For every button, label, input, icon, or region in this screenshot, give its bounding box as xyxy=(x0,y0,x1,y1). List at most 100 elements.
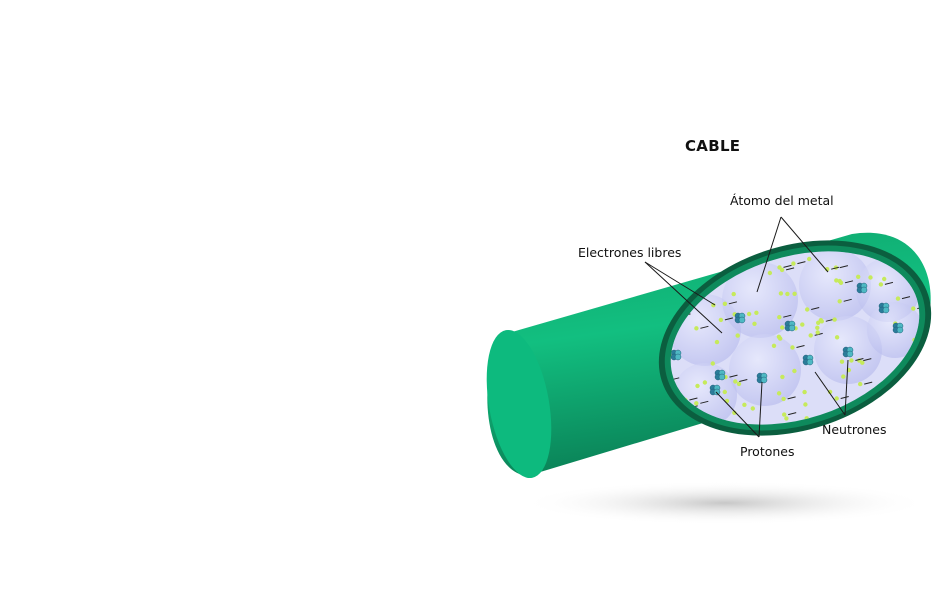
electron-motion-arrow xyxy=(783,264,792,268)
free-electron xyxy=(832,317,837,322)
electron-motion-arrow xyxy=(873,403,882,407)
free-electron xyxy=(792,368,797,374)
electron-motion-arrow xyxy=(843,298,852,302)
free-electron xyxy=(878,282,884,287)
free-electron xyxy=(895,296,901,301)
free-electron xyxy=(718,317,724,323)
free-electron xyxy=(752,321,757,326)
electron-motion-arrow xyxy=(689,397,698,401)
electron-motion-arrow xyxy=(839,265,849,269)
free-electron xyxy=(849,358,854,363)
free-electron xyxy=(781,396,786,402)
neutron xyxy=(674,353,682,361)
free-electron xyxy=(802,389,807,395)
free-electron xyxy=(694,326,699,331)
free-electron xyxy=(803,402,808,407)
electron-motion-arrow xyxy=(797,261,806,265)
free-electron xyxy=(767,270,773,276)
leader-lines xyxy=(644,216,849,438)
free-electron xyxy=(841,374,846,379)
free-electron xyxy=(839,359,845,364)
free-electron xyxy=(733,379,738,384)
free-electron xyxy=(886,412,891,417)
electron-motion-arrow xyxy=(783,314,792,318)
free-electron xyxy=(907,412,912,418)
electron-motion-arrow xyxy=(700,325,709,329)
free-electron xyxy=(735,333,740,338)
free-electron xyxy=(746,311,752,317)
free-electron xyxy=(808,333,813,338)
free-electron xyxy=(882,276,887,282)
free-electron xyxy=(858,381,863,387)
free-electron xyxy=(838,280,844,285)
free-electron xyxy=(800,322,805,327)
neutron xyxy=(806,358,814,366)
cable-back-end xyxy=(486,329,552,479)
neutron xyxy=(846,350,854,358)
electron-motion-arrow xyxy=(690,256,699,259)
free-electron xyxy=(776,391,782,396)
free-electron xyxy=(714,339,720,345)
free-electron xyxy=(722,389,727,395)
electron-motion-arrow xyxy=(884,281,894,285)
free-electron xyxy=(695,383,700,389)
neutron xyxy=(860,286,868,294)
free-electron xyxy=(705,252,710,258)
free-electron xyxy=(771,343,777,348)
free-electron xyxy=(834,335,840,340)
electron-motion-arrow xyxy=(855,358,864,361)
free-electron xyxy=(805,307,810,312)
metal-atom xyxy=(799,249,871,321)
free-electron xyxy=(837,299,842,304)
electron-motion-arrow xyxy=(814,332,823,336)
free-electron xyxy=(684,264,689,269)
free-electron xyxy=(815,325,820,330)
free-electron xyxy=(791,261,796,266)
free-electron xyxy=(708,261,713,266)
electron-motion-arrow xyxy=(840,396,849,399)
electron-motion-arrow xyxy=(844,280,854,284)
free-electron xyxy=(911,306,916,311)
free-electron xyxy=(711,303,716,308)
free-electron xyxy=(785,291,790,297)
neutron xyxy=(882,306,890,314)
free-electron xyxy=(777,315,782,320)
label-neutrons: Neutrones xyxy=(822,422,887,437)
electron-motion-arrow xyxy=(811,307,820,310)
electron-motion-arrow xyxy=(728,301,738,305)
free-electron xyxy=(784,416,789,421)
electron-motion-arrow xyxy=(690,263,699,267)
free-electron xyxy=(868,275,873,280)
neutron xyxy=(788,324,796,332)
electron-motion-arrow xyxy=(831,266,840,270)
free-electron xyxy=(818,318,823,323)
label-free-electrons: Electrones libres xyxy=(578,245,682,260)
electron-motion-arrow xyxy=(724,317,734,321)
neutron xyxy=(760,376,768,384)
free-electron xyxy=(750,406,755,411)
electron-motion-arrow xyxy=(787,396,796,400)
free-electron xyxy=(780,325,785,330)
electron-motion-arrow xyxy=(788,412,797,416)
neutron xyxy=(738,316,746,324)
free-electron xyxy=(736,381,742,387)
free-electron xyxy=(827,389,833,395)
electron-motion-arrow xyxy=(901,296,911,300)
electron-motion-arrow xyxy=(739,379,748,382)
electron-motion-arrow xyxy=(785,267,795,271)
neutron xyxy=(896,326,904,334)
free-electron xyxy=(903,394,909,400)
cable-shadow xyxy=(520,481,930,525)
free-electron xyxy=(856,274,861,279)
free-electron xyxy=(815,330,820,335)
free-electron xyxy=(807,256,812,262)
free-electron xyxy=(742,402,747,407)
free-electron xyxy=(792,291,797,296)
neutron xyxy=(713,388,721,396)
free-electron xyxy=(778,291,784,296)
electron-motion-arrow xyxy=(729,374,738,378)
free-electron xyxy=(780,374,785,380)
free-electron xyxy=(782,412,787,417)
electron-motion-arrow xyxy=(863,358,872,362)
